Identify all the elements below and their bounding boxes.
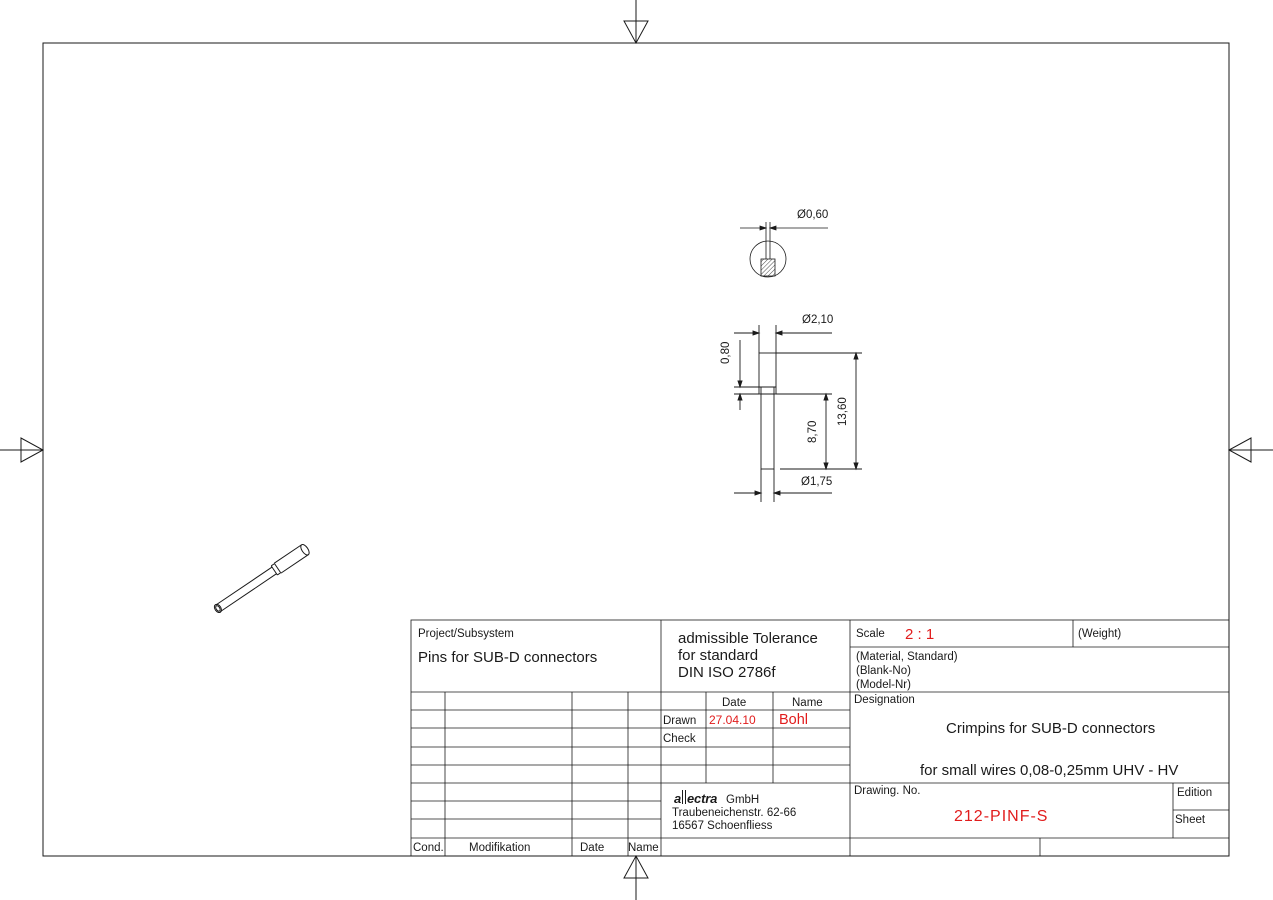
dimension-shaft-length: 8,70 <box>807 420 819 443</box>
detail-view-top <box>740 222 828 278</box>
sheet-label: Sheet <box>1175 814 1206 826</box>
weight-label: (Weight) <box>1078 628 1122 640</box>
title-block-grid <box>410 619 1230 857</box>
designation-line-2: for small wires 0,08-0,25mm UHV - HV <box>920 762 1179 779</box>
drawn-name: Bohl <box>779 712 809 728</box>
designation-label: Designation <box>854 694 915 706</box>
rev-name-label: Name <box>628 842 659 854</box>
drawn-label: Drawn <box>663 715 697 727</box>
company-city: 16567 Schoenfliess <box>672 820 773 832</box>
designation-line-1: Crimpins for SUB-D connectors <box>946 720 1156 737</box>
rev-date-label: Date <box>580 842 605 854</box>
name-header: Name <box>792 697 823 709</box>
company-name: GmbH <box>726 794 760 806</box>
model-label: (Model-Nr) <box>856 679 911 691</box>
tolerance-line-2: for standard <box>678 647 759 664</box>
dimension-total-length: 13,60 <box>837 397 849 426</box>
dimension-collar-diameter: Ø2,10 <box>802 314 834 326</box>
scale-label: Scale <box>856 628 885 640</box>
date-header: Date <box>722 697 747 709</box>
centering-mark-bottom <box>623 854 649 900</box>
tolerance-line-1: admissible Tolerance <box>678 630 818 647</box>
pin-side-view <box>734 325 862 502</box>
scale-value: 2 : 1 <box>905 626 935 643</box>
centering-mark-right <box>1227 437 1273 463</box>
project-label: Project/Subsystem <box>418 628 514 640</box>
centering-mark-top <box>623 0 649 45</box>
edition-label: Edition <box>1177 787 1213 799</box>
drawing-no-label: Drawing. No. <box>854 785 921 797</box>
tolerance-line-3: DIN ISO 2786f <box>678 664 776 681</box>
drawing-no-value: 212-PINF-S <box>954 808 1049 825</box>
blank-label: (Blank-No) <box>856 665 911 677</box>
modifikation-label: Modifikation <box>469 842 531 854</box>
material-label: (Material, Standard) <box>856 651 958 663</box>
centering-mark-left <box>0 437 45 463</box>
project-value: Pins for SUB-D connectors <box>418 649 598 666</box>
dimension-tip-diameter: Ø0,60 <box>797 209 829 221</box>
dimension-shaft-diameter: Ø1,75 <box>801 476 833 488</box>
company-street: Traubeneichenstr. 62-66 <box>672 807 797 819</box>
drawn-date: 27.04.10 <box>709 713 756 727</box>
cond-label: Cond. <box>413 842 444 854</box>
dimension-top-length: 0,80 <box>720 341 732 364</box>
pin-isometric-view <box>213 543 310 614</box>
check-label: Check <box>663 733 696 745</box>
